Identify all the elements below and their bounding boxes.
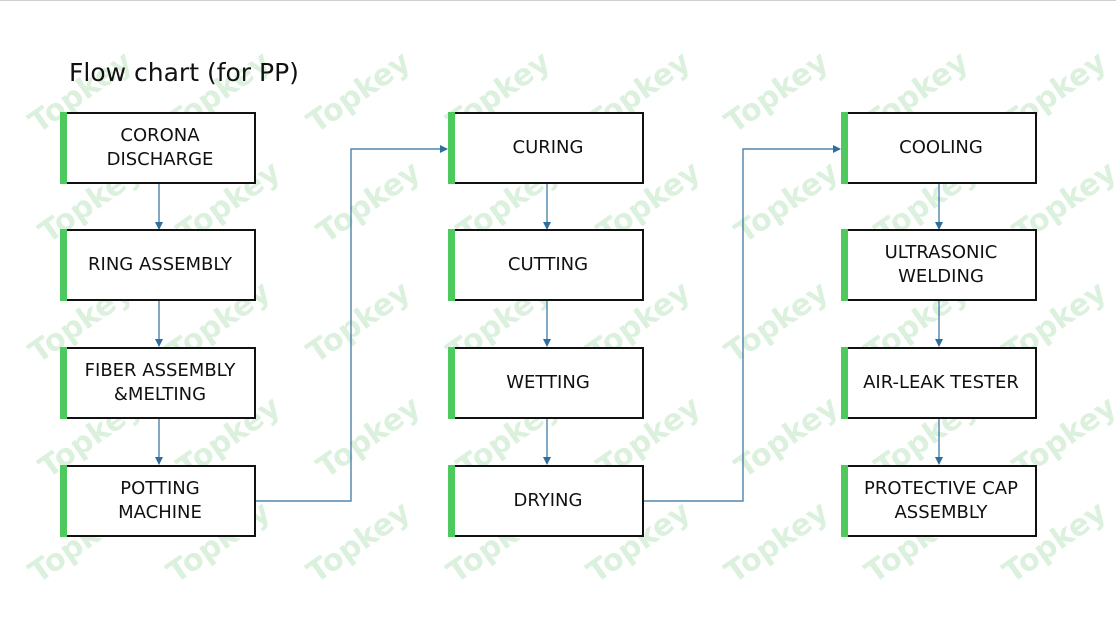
accent-bar [448, 229, 455, 301]
step-label: DRYING [513, 490, 583, 511]
accent-bar [448, 465, 455, 537]
accent-bar [60, 347, 67, 419]
top-rule [0, 0, 1116, 1]
step-label: FIBER ASSEMBLY &MELTING [84, 360, 236, 405]
step-label: CORONA DISCHARGE [106, 125, 214, 170]
step-corona-discharge: CORONA DISCHARGE [60, 112, 256, 184]
step-ultrasonic-welding: ULTRASONIC WELDING [841, 229, 1037, 301]
step-label: COOLING [899, 137, 983, 158]
step-curing: CURING [448, 112, 644, 184]
step-label: AIR-LEAK TESTER [863, 372, 1019, 393]
step-label: CURING [512, 137, 584, 158]
step-cutting: CUTTING [448, 229, 644, 301]
accent-bar [448, 347, 455, 419]
step-air-leak-tester: AIR-LEAK TESTER [841, 347, 1037, 419]
step-potting-machine: POTTING MACHINE [60, 465, 256, 537]
step-drying: DRYING [448, 465, 644, 537]
step-label: POTTING MACHINE [118, 478, 202, 523]
page-title: Flow chart (for PP) [69, 58, 299, 87]
step-label: RING ASSEMBLY [88, 254, 232, 275]
accent-bar [60, 465, 67, 537]
accent-bar [60, 229, 67, 301]
step-label: PROTECTIVE CAP ASSEMBLY [864, 478, 1018, 523]
step-wetting: WETTING [448, 347, 644, 419]
connector-potting-to-curing [256, 145, 448, 502]
step-label: CUTTING [507, 254, 589, 275]
accent-bar [841, 347, 848, 419]
accent-bar [841, 465, 848, 537]
step-label: ULTRASONIC WELDING [884, 242, 998, 287]
accent-bar [841, 229, 848, 301]
step-label: WETTING [506, 372, 590, 393]
accent-bar [841, 112, 848, 184]
step-cooling: COOLING [841, 112, 1037, 184]
step-fiber-assembly-melting: FIBER ASSEMBLY &MELTING [60, 347, 256, 419]
accent-bar [448, 112, 455, 184]
accent-bar [60, 112, 67, 184]
connector-drying-to-cooling [644, 145, 841, 502]
step-ring-assembly: RING ASSEMBLY [60, 229, 256, 301]
step-protective-cap-assembly: PROTECTIVE CAP ASSEMBLY [841, 465, 1037, 537]
